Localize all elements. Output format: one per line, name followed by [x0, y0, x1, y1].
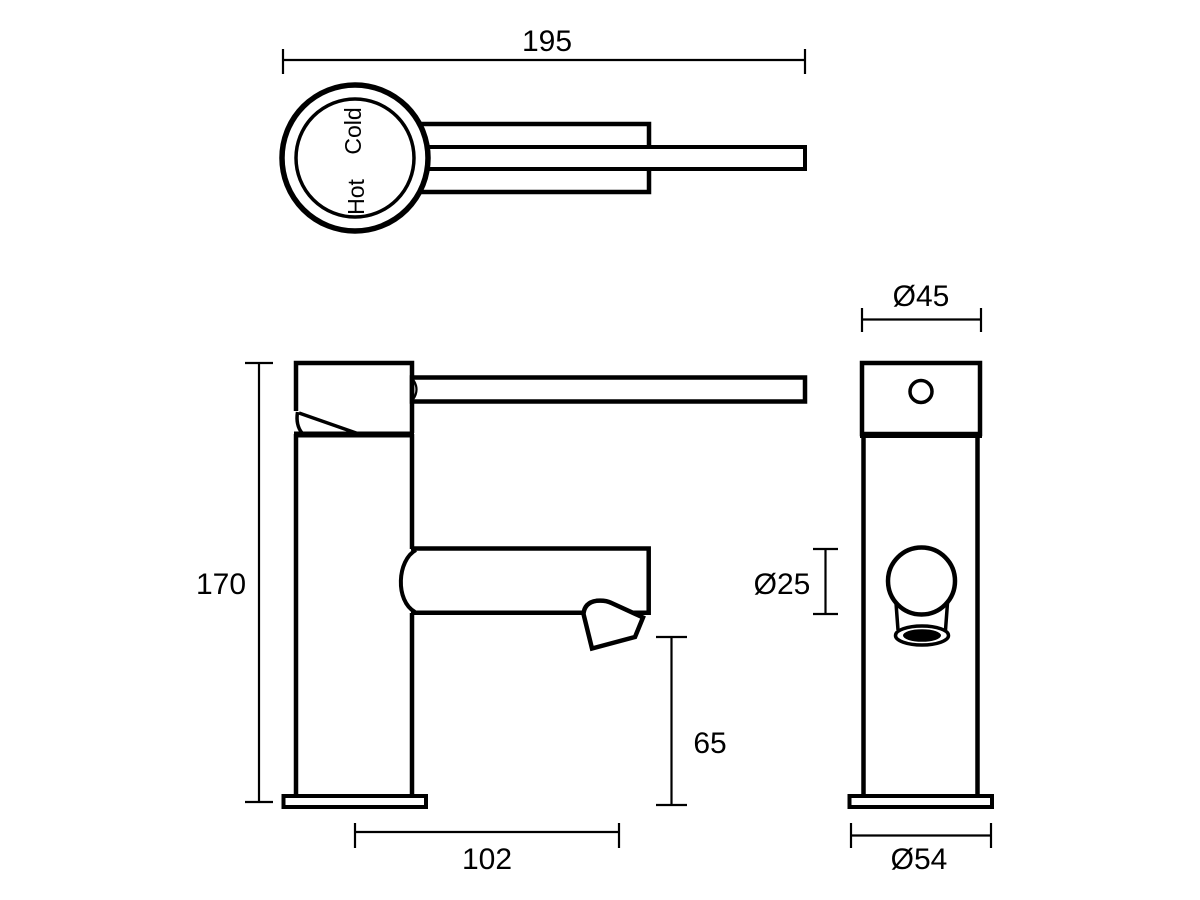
faucet-body-front	[293, 434, 415, 796]
handle-knob-inner-circle	[294, 97, 416, 219]
dim-label-dia25: Ø25	[754, 568, 811, 601]
dimension-dia25	[813, 547, 838, 616]
indicator-button	[908, 378, 934, 405]
top-view: 195 Cold Hot	[279, 25, 807, 234]
dimension-65	[656, 635, 687, 807]
dim-label-dia45: Ø45	[893, 280, 950, 313]
dimension-dia54	[849, 823, 993, 848]
dim-label-102: 102	[462, 843, 512, 876]
faucet-body-side	[861, 436, 980, 796]
dimension-195	[281, 49, 807, 74]
aerator-outlet-inner	[903, 629, 941, 642]
dimension-102	[353, 823, 621, 848]
spout	[411, 546, 651, 615]
spout-root-curve	[398, 548, 418, 614]
base-plate-front	[281, 794, 428, 809]
handle-hot-label: Hot	[343, 178, 369, 214]
handle-arm-base	[417, 121, 652, 195]
dim-label-170: 170	[196, 568, 246, 601]
front-view: 170 65 102	[196, 360, 808, 876]
aerator-cone	[894, 602, 950, 631]
handle-underside-diagonal	[298, 411, 360, 436]
lever-bar	[409, 375, 808, 404]
dim-label-195: 195	[522, 25, 572, 58]
side-view: Ø45 Ø54 Ø25	[754, 280, 994, 876]
dim-label-65: 65	[693, 727, 726, 760]
handle-lever-plan	[420, 145, 807, 171]
aerator-front	[581, 598, 646, 652]
spout-sphere	[885, 545, 958, 617]
dimension-dia45	[860, 308, 983, 332]
dim-label-dia54: Ø54	[891, 843, 948, 876]
handle-cold-label: Cold	[340, 107, 366, 154]
handle-block	[293, 360, 415, 433]
dimension-170	[245, 361, 273, 804]
base-plate-side	[847, 794, 994, 809]
